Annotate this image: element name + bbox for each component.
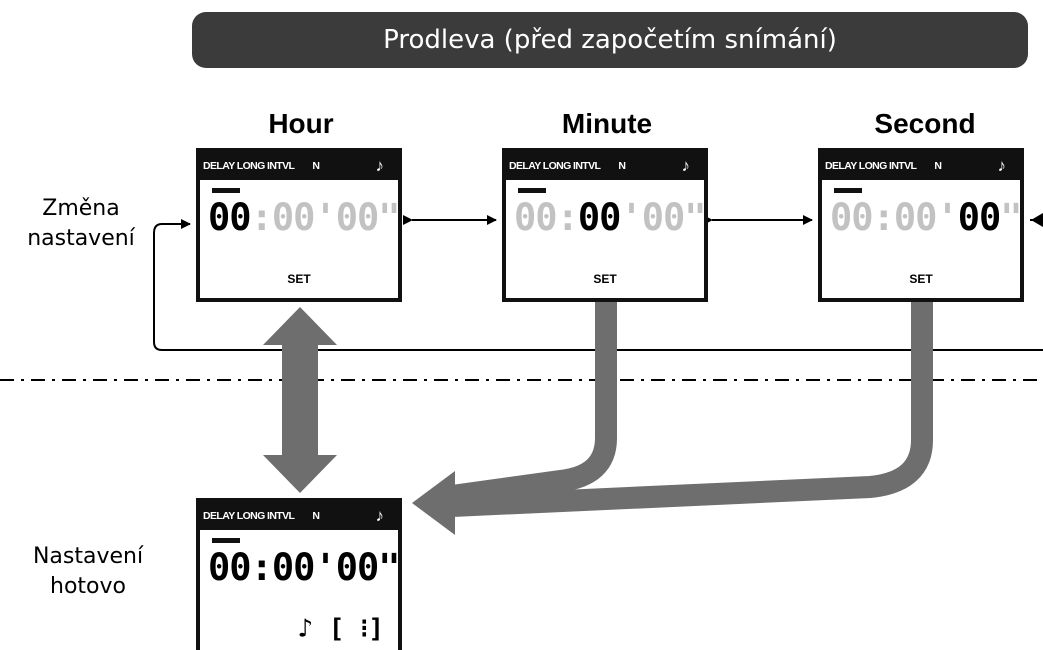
delay-indicator-bar [834, 188, 862, 193]
lcd-set-label: SET [287, 272, 311, 286]
loop-back-line [153, 219, 1043, 351]
note-icon: ♪ [997, 156, 1007, 175]
lcd-beep-counter: ♪ [ ⁝] [297, 614, 384, 644]
lcd-time: 00:00'00" [208, 196, 401, 239]
minute-to-done-arrow [450, 302, 617, 507]
hour-done-double-arrow [263, 307, 337, 493]
second-next-arrowhead [1031, 213, 1043, 227]
second-to-done-arrow [451, 302, 933, 517]
change-setting-label: Změna nastavení [27, 196, 135, 251]
done-arrowhead [412, 471, 455, 535]
delay-indicator-bar [212, 188, 240, 193]
delay-indicator-bar [212, 538, 240, 543]
delay-indicator-bar [518, 188, 546, 193]
column-label-second: Second [874, 108, 976, 139]
note-icon: ♪ [375, 506, 385, 525]
note-icon: ♪ [681, 156, 691, 175]
lcd-time: 00:00'00" [514, 196, 707, 239]
diagram-title: Prodleva (před započetím snímání) [192, 12, 1028, 68]
lcd-set-label: SET [909, 272, 933, 286]
lcd-time: 00:00'00" [830, 196, 1023, 239]
setting-done-label: Nastavení hotovo [32, 544, 144, 599]
note-icon: ♪ [375, 156, 385, 175]
lcd-set-label: SET [593, 272, 617, 286]
column-label-minute: Minute [561, 108, 653, 139]
lcd-time: 00:00'00" [208, 546, 401, 589]
column-label-hour: Hour [268, 108, 334, 139]
